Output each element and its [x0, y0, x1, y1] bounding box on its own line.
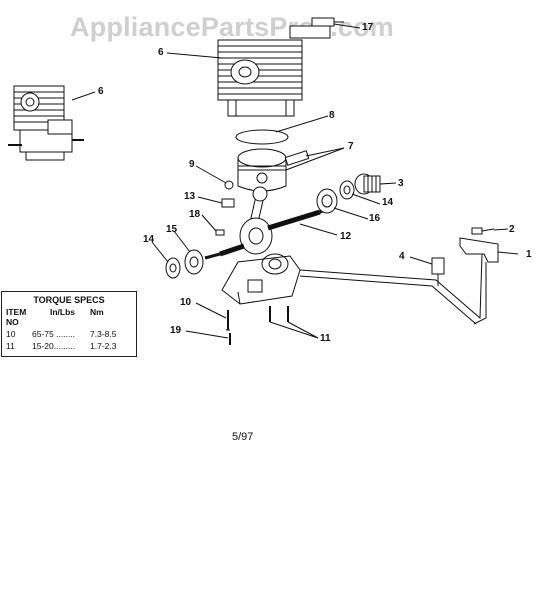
leader-lines: [71, 23, 519, 339]
piston-ring-drawing: [235, 129, 289, 145]
callout-8: 8: [329, 110, 335, 121]
header-item: ITEM: [6, 307, 27, 317]
screws-drawing: [226, 306, 289, 345]
row-inlbs: 65-75 ........: [32, 329, 75, 339]
callout-16: 16: [369, 213, 381, 224]
callout-6-cylinder: 6: [158, 47, 164, 58]
retainer-clip-drawing: [224, 180, 234, 190]
torque-specs-subheader: NO: [6, 317, 132, 327]
table-row: 10 65-75 ........ 7.3-8.5: [6, 329, 132, 339]
callout-3: 3: [398, 178, 404, 189]
seal-right-drawing: [339, 180, 355, 200]
callout-2: 2: [509, 224, 515, 235]
header-inlbs: In/Lbs: [50, 307, 76, 317]
row-item: 11: [6, 341, 15, 351]
callout-9: 9: [189, 159, 195, 170]
torque-specs-header: ITEM In/Lbs Nm: [6, 307, 132, 317]
callout-12: 12: [340, 231, 352, 242]
date-code: 5/97: [232, 431, 254, 443]
callout-13: 13: [184, 191, 196, 202]
callout-4: 4: [399, 251, 405, 262]
watermark: AppliancePartsPros.com: [70, 12, 395, 42]
callout-19: 19: [170, 325, 182, 336]
row-item: 10: [6, 329, 16, 339]
torque-specs-title: TORQUE SPECS: [33, 295, 105, 305]
plug-drawing: [431, 257, 445, 286]
callout-14-left: 14: [143, 234, 155, 245]
header-no: NO: [6, 317, 19, 327]
row-inlbs: 15-20.........: [32, 341, 75, 351]
torque-specs-table: TORQUE SPECS ITEM In/Lbs Nm NO 10 65-75 …: [1, 291, 137, 357]
piston-drawing: [237, 148, 287, 192]
spark-plug-drawing: [311, 17, 344, 27]
needle-bearing-drawing: [221, 198, 235, 208]
callout-11: 11: [320, 333, 331, 344]
bolt-drawing: [471, 227, 495, 235]
callout-14-right: 14: [382, 197, 394, 208]
header-nm: Nm: [90, 307, 104, 317]
row-nm: 7.3-8.5: [90, 329, 117, 339]
crankcase-drawing: [221, 253, 301, 305]
row-nm: 1.7-2.3: [90, 341, 117, 351]
callout-17: 17: [362, 22, 374, 33]
callout-6-engine: 6: [98, 86, 104, 97]
callout-7: 7: [348, 141, 354, 152]
key-pin-drawing: [215, 229, 225, 236]
callout-10: 10: [180, 297, 192, 308]
callout-18: 18: [189, 209, 201, 220]
cylinder-drawing: [217, 25, 331, 117]
clutch-drum-drawing: [354, 173, 381, 195]
callout-1: 1: [526, 249, 532, 260]
bearing-drawing: [316, 188, 338, 214]
bracket-drawing: [299, 237, 499, 325]
seal-left-drawing: [165, 249, 204, 279]
crankshaft-drawing: [204, 186, 331, 260]
table-row: 11 15-20......... 1.7-2.3: [6, 341, 132, 351]
engine-assembly-drawing: [8, 85, 84, 161]
piston-pin-drawing: [284, 150, 310, 166]
callout-15: 15: [166, 224, 178, 235]
